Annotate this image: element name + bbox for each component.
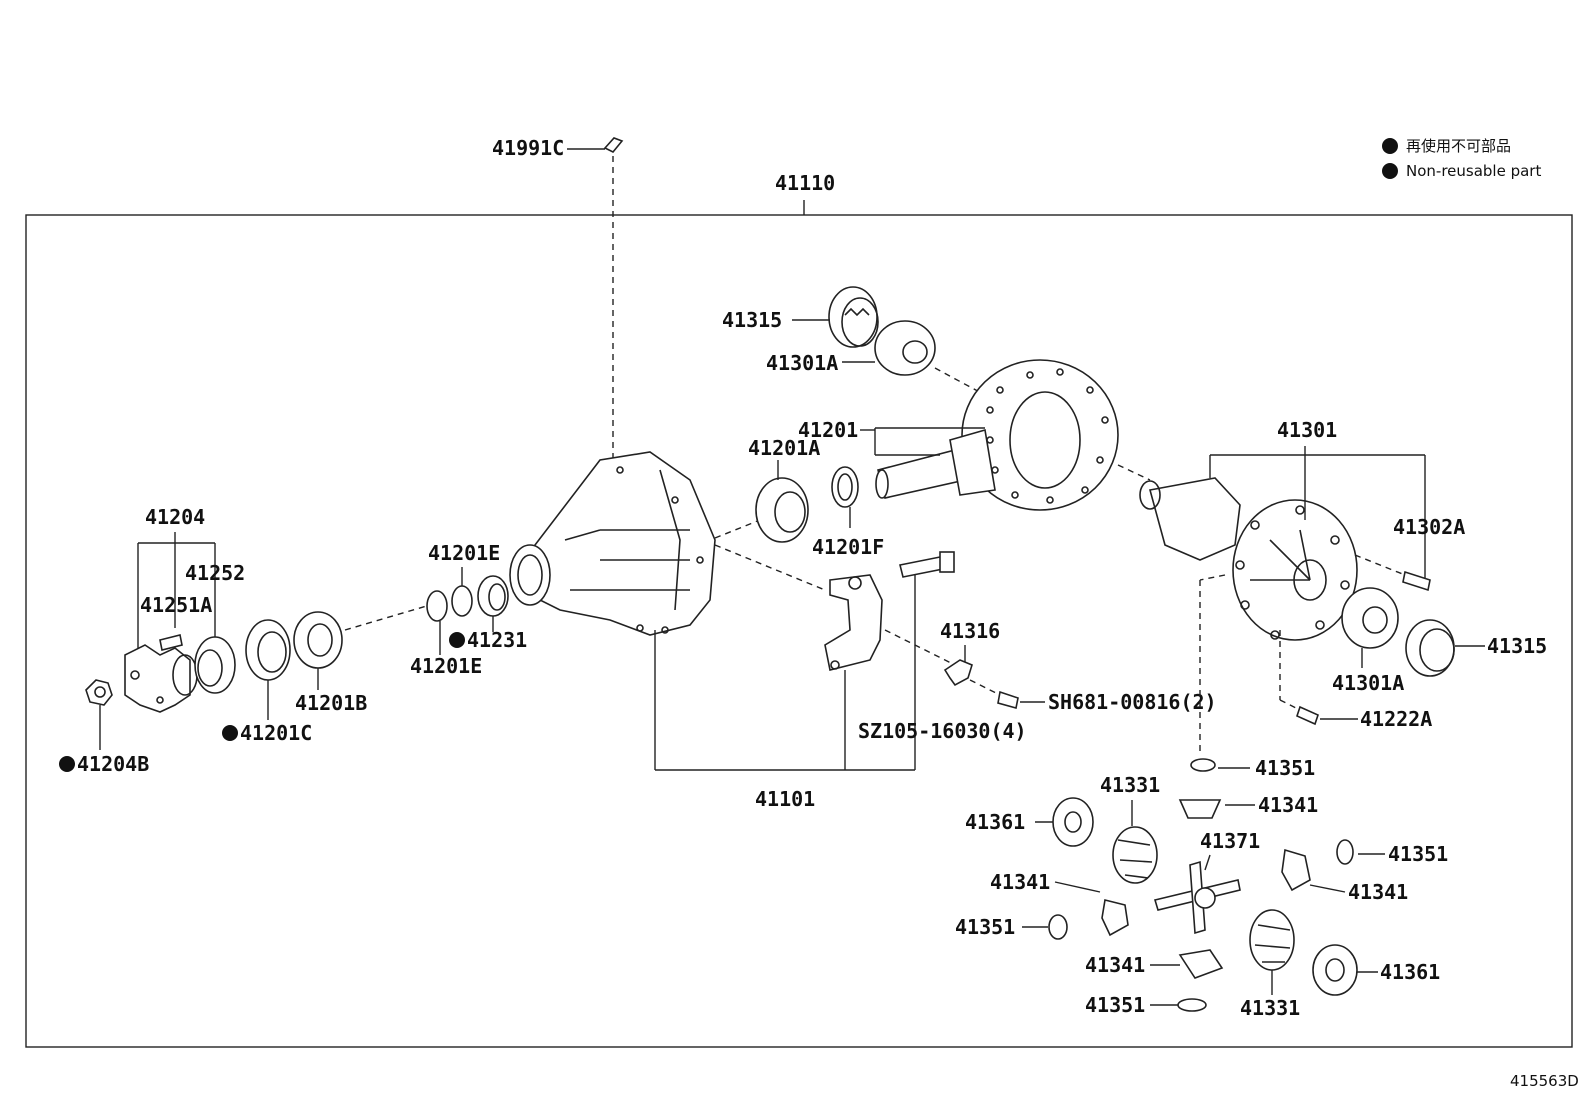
- part-label-41316[interactable]: 41316: [940, 619, 1000, 643]
- pinion-gear-icon: [1178, 799, 1222, 819]
- part-label-41351-b[interactable]: 41351: [1388, 842, 1448, 866]
- part-label-41201[interactable]: 41201: [798, 418, 858, 442]
- diagram-id: 415563D: [1510, 1072, 1579, 1090]
- part-label-41204B[interactable]: 41204B: [77, 752, 149, 776]
- part-label-41302A[interactable]: 41302A: [1393, 515, 1465, 539]
- ring-gear-and-pinion: [875, 359, 1119, 511]
- part-label-41301[interactable]: 41301: [1277, 418, 1337, 442]
- part-label-41351-c[interactable]: 41351: [955, 915, 1015, 939]
- part-label-41361-a[interactable]: 41361: [965, 810, 1025, 834]
- part-label-41204[interactable]: 41204: [145, 505, 205, 529]
- legend-jp: 再使用不可部品: [1406, 137, 1511, 155]
- companion-flange: [124, 644, 198, 713]
- part-label-41110[interactable]: 41110: [775, 171, 835, 195]
- legend-en: Non-reusable part: [1406, 162, 1541, 180]
- bolt-icon: [1296, 705, 1319, 726]
- side-gear: [1249, 909, 1295, 971]
- part-label-41201B[interactable]: 41201B: [295, 691, 367, 715]
- part-label-41251A[interactable]: 41251A: [140, 593, 212, 617]
- label-plate-icon: [603, 137, 624, 154]
- bearing-cap: [824, 574, 883, 671]
- oil-seal: [245, 619, 291, 681]
- oil-seal: [755, 477, 809, 543]
- pinion-gear-icon: [1178, 949, 1224, 979]
- part-label-41301A-right[interactable]: 41301A: [1332, 671, 1404, 695]
- part-label-41361-b[interactable]: 41361: [1380, 960, 1440, 984]
- part-label-41201E-bottom[interactable]: 41201E: [410, 654, 482, 678]
- assembly-frame: [25, 214, 1573, 1048]
- part-label-41351-a[interactable]: 41351: [1255, 756, 1315, 780]
- part-label-41201F[interactable]: 41201F: [812, 535, 884, 559]
- differential-case: [1139, 477, 1358, 641]
- part-label-41301A-top[interactable]: 41301A: [766, 351, 838, 375]
- part-label-41341-b[interactable]: 41341: [1348, 880, 1408, 904]
- part-label-41315-top[interactable]: 41315: [722, 308, 782, 332]
- flange-nut-icon: [85, 679, 113, 706]
- washer-icon: [831, 466, 859, 508]
- pinion-shaft-spider: [1153, 860, 1241, 935]
- pinion-gear-icon: [1281, 848, 1311, 892]
- non-reusable-marker-icon: [449, 632, 465, 648]
- thrust-washer-icon: [1048, 914, 1068, 940]
- part-label-41231[interactable]: 41231: [467, 628, 527, 652]
- part-label-SH681-00816[interactable]: SH681-00816(2): [1048, 690, 1217, 714]
- bolt-head-icon: [939, 551, 955, 573]
- part-label-41351-d[interactable]: 41351: [1085, 993, 1145, 1017]
- part-label-41252[interactable]: 41252: [185, 561, 245, 585]
- adjusting-nut: [1405, 619, 1455, 677]
- part-label-41201C[interactable]: 41201C: [240, 721, 312, 745]
- collapsible-spacer: [477, 575, 509, 617]
- thrust-washer-plate: [1052, 797, 1094, 847]
- thrust-washer-plate: [1312, 944, 1358, 996]
- part-label-41341-d[interactable]: 41341: [1085, 953, 1145, 977]
- part-label-41201A[interactable]: 41201A: [748, 436, 820, 460]
- non-reusable-marker-icon: [59, 756, 75, 772]
- part-label-41341-c[interactable]: 41341: [990, 870, 1050, 894]
- bolt-icon: [1402, 570, 1431, 592]
- thrust-washer-icon: [1190, 758, 1216, 772]
- part-label-41222A[interactable]: 41222A: [1360, 707, 1432, 731]
- non-reusable-marker-icon: [222, 725, 238, 741]
- bearing: [1341, 587, 1399, 649]
- differential-carrier-housing: [509, 451, 716, 636]
- spacer-icon: [451, 585, 473, 617]
- bolt-icon: [159, 634, 183, 651]
- spacer-icon: [426, 590, 448, 622]
- bearing: [874, 320, 936, 376]
- bolt-icon: [997, 690, 1019, 710]
- non-reusable-marker-icon: [1382, 138, 1398, 154]
- part-label-41331-b[interactable]: 41331: [1240, 996, 1300, 1020]
- part-label-41331-a[interactable]: 41331: [1100, 773, 1160, 797]
- deflector: [194, 636, 236, 694]
- thrust-washer-icon: [1336, 839, 1354, 865]
- lock-plate-icon: [943, 659, 973, 687]
- adjusting-nut: [828, 286, 879, 348]
- part-label-41371[interactable]: 41371: [1200, 829, 1260, 853]
- part-label-41315-right[interactable]: 41315: [1487, 634, 1547, 658]
- part-label-41341-a[interactable]: 41341: [1258, 793, 1318, 817]
- thrust-washer-icon: [1177, 998, 1207, 1012]
- part-label-41991C[interactable]: 41991C: [492, 136, 564, 160]
- bearing: [293, 611, 343, 669]
- part-label-SZ105-16030[interactable]: SZ105-16030(4): [858, 719, 1027, 743]
- side-gear: [1112, 826, 1158, 884]
- part-label-41201E-top[interactable]: 41201E: [428, 541, 500, 565]
- non-reusable-marker-icon: [1382, 163, 1398, 179]
- part-label-41101[interactable]: 41101: [755, 787, 815, 811]
- pinion-gear-icon: [1101, 899, 1129, 937]
